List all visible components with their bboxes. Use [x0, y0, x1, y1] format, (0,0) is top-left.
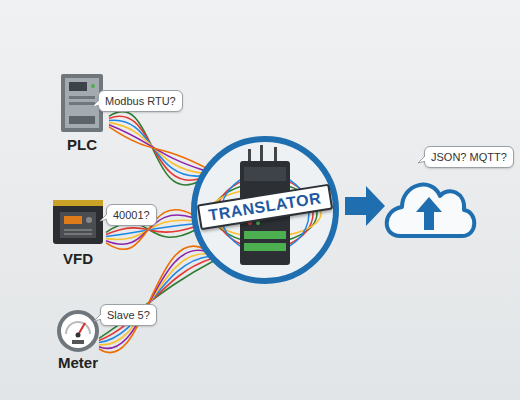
bubble-text: 40001? [113, 208, 150, 222]
speech-bubble: Modbus RTU? [98, 90, 183, 112]
wire-bundle [99, 246, 214, 353]
meter-icon [57, 310, 99, 352]
bubble-tail [92, 99, 100, 109]
translator-circle: TRANSLATOR [190, 135, 340, 285]
speech-bubble: JSON? MQTT? [424, 146, 514, 168]
cloud [387, 185, 475, 236]
device-label: Meter [58, 354, 98, 372]
vfd-icon [50, 196, 106, 248]
device-label: PLC [67, 136, 97, 154]
wire [99, 256, 210, 342]
plc-device: PLC [55, 72, 109, 154]
wire [99, 250, 206, 348]
device-label: VFD [63, 250, 93, 268]
vfd-device: VFD [50, 196, 106, 268]
wire [109, 125, 205, 171]
wire [109, 127, 206, 168]
wire [99, 254, 208, 345]
wire [99, 246, 204, 353]
bubble-text: Modbus RTU? [105, 94, 176, 108]
bubble-text: JSON? MQTT? [431, 150, 507, 164]
wire-bundle [109, 112, 206, 185]
bubble-tail [94, 313, 102, 323]
bubble-text: Slave 5? [107, 308, 150, 322]
wire [99, 261, 214, 339]
speech-bubble: 40001? [106, 204, 157, 226]
speech-bubble: Slave 5? [100, 304, 157, 326]
bubble-tail [100, 213, 108, 223]
meter-device: Meter [57, 310, 99, 372]
bubble-tail [418, 155, 426, 165]
wire [99, 259, 212, 341]
flow-arrow [345, 186, 385, 226]
